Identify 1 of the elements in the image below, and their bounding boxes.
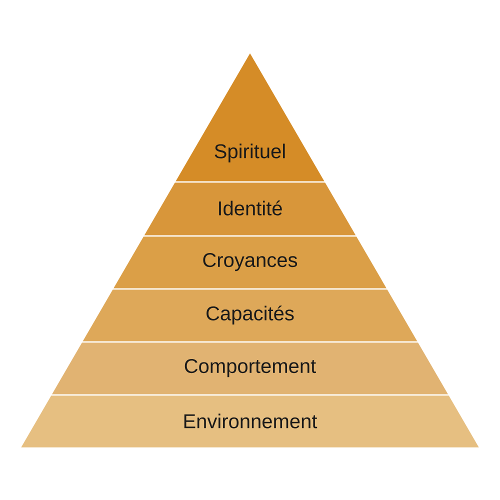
pyramid-level: Identité bbox=[142, 181, 358, 237]
